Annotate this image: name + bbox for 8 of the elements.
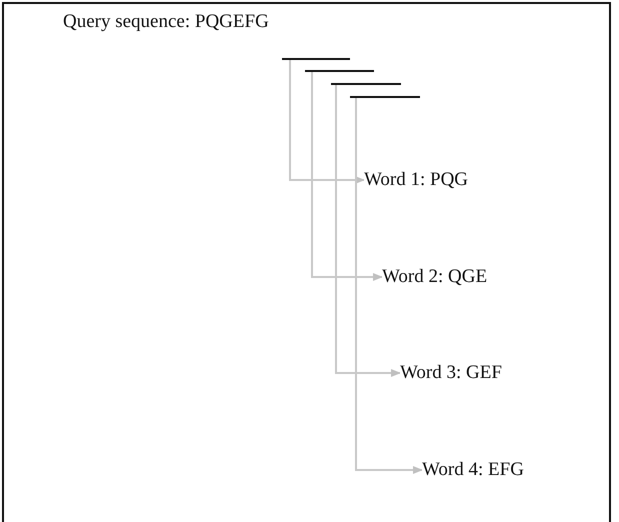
underline-bar (305, 70, 374, 72)
underline-bar (350, 96, 420, 98)
arrow (355, 98, 423, 474)
arrow (311, 72, 383, 281)
arrow (335, 85, 401, 377)
arrow (289, 60, 365, 184)
underline-bar (282, 58, 350, 60)
underline-bar (331, 83, 401, 85)
